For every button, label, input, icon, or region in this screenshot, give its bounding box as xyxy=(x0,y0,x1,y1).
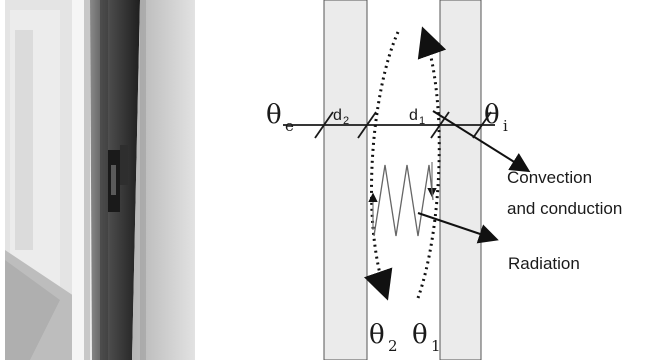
label-theta-i: θ i xyxy=(484,100,508,135)
radiation-label: Radiation xyxy=(508,254,580,273)
svg-text:d: d xyxy=(333,107,342,124)
label-theta-2: θ 2 xyxy=(369,320,398,355)
svg-text:θ: θ xyxy=(484,100,500,130)
label-theta-e: θ e xyxy=(266,100,294,135)
svg-text:θ: θ xyxy=(369,320,385,350)
outer-glass-pane xyxy=(324,0,367,360)
label-theta-1: θ 1 xyxy=(412,320,441,355)
svg-text:1: 1 xyxy=(431,337,441,355)
convection-label-line2: and conduction xyxy=(507,199,622,218)
svg-text:2: 2 xyxy=(388,337,398,355)
svg-text:e: e xyxy=(285,117,294,135)
inner-glass-pane xyxy=(440,0,481,360)
label-d1: d 1 xyxy=(409,107,425,127)
convection-loop-left xyxy=(371,32,398,295)
radiation-zigzag xyxy=(374,165,433,236)
convection-label-line1: Convection xyxy=(507,168,592,187)
svg-text:θ: θ xyxy=(412,320,428,350)
svg-text:2: 2 xyxy=(343,115,349,127)
svg-text:1: 1 xyxy=(419,115,425,127)
svg-text:d: d xyxy=(409,107,418,124)
svg-text:i: i xyxy=(503,117,508,135)
svg-text:θ: θ xyxy=(266,100,282,130)
